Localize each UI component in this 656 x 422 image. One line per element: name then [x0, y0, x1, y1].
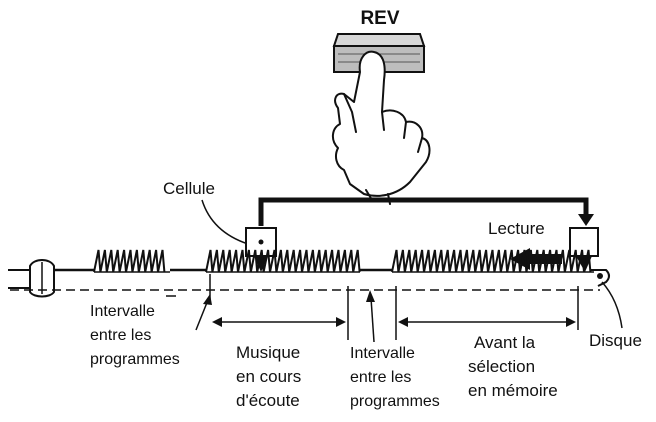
- musique-line2: en cours: [236, 367, 301, 386]
- intervalle-left-line1: Intervalle: [90, 303, 155, 320]
- lecture-label: Lecture: [488, 219, 545, 238]
- record-surface: [8, 259, 610, 298]
- range-musique-head-right: [336, 317, 346, 327]
- return-arrow: [258, 197, 589, 226]
- gap-left-pointer-head: [203, 294, 212, 305]
- range-avant-head-left: [398, 317, 408, 327]
- arrow-down-head: [578, 214, 594, 226]
- record-grooves: [93, 249, 594, 273]
- groove-band: [205, 249, 361, 273]
- cellule-label: Cellule: [163, 179, 215, 198]
- intervalle-mid-line2: entre les: [350, 369, 411, 386]
- pointing-finger-icon: [332, 50, 431, 205]
- intervalle-left-line3: programmes: [90, 351, 180, 368]
- section-ticks: [209, 274, 579, 340]
- avant-line2: sélection: [468, 357, 535, 376]
- label-musique: Musique en cours d'écoute: [236, 343, 301, 410]
- intervalle-mid-line1: Intervalle: [350, 345, 415, 362]
- groove-band: [391, 249, 592, 273]
- musique-line3: d'écoute: [236, 391, 300, 410]
- disque-label: Disque: [589, 331, 642, 350]
- gap-mid-pointer-head: [366, 290, 375, 302]
- cellule-pointer: [201, 199, 249, 245]
- intervalle-mid-line3: programmes: [350, 393, 440, 410]
- musique-line1: Musique: [236, 343, 300, 362]
- rev-label: REV: [360, 8, 399, 29]
- avant-line1: Avant la: [474, 333, 536, 352]
- range-avant-head-right: [566, 317, 576, 327]
- intervalle-left-line2: entre les: [90, 327, 151, 344]
- disque-pointer: [601, 281, 623, 329]
- label-avant: Avant la sélection en mémoire: [468, 333, 558, 400]
- avant-line3: en mémoire: [468, 381, 558, 400]
- label-intervalle-mid: Intervalle entre les programmes: [350, 345, 440, 410]
- groove-band: [93, 249, 166, 273]
- disque-dot: [597, 273, 603, 279]
- label-intervalle-left: Intervalle entre les programmes: [90, 303, 180, 368]
- range-musique-head-left: [212, 317, 222, 327]
- gap-left-pointer: [195, 299, 209, 331]
- gap-mid-pointer: [370, 297, 375, 343]
